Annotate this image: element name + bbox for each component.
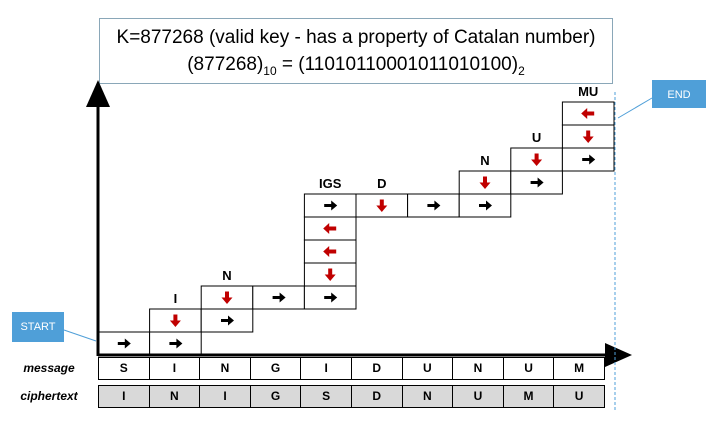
path-arrows [117,108,596,349]
right-arrow-icon [221,315,234,326]
step-labels: I N IGS D N U MU [174,84,599,306]
down-arrow-icon [221,291,233,304]
message-cell: D [350,357,403,380]
message-cell: U [401,357,454,380]
step-label: MU [578,84,598,99]
down-arrow-icon [324,268,336,281]
ciphertext-row-label: ciphertext [20,389,78,403]
base-ten-subscript: 10 [263,63,277,78]
ciphertext-cell: I [98,385,150,408]
left-arrow-icon [581,108,595,119]
right-arrow-icon [117,338,131,349]
key-binary-line: (877268)10 = (11010110001011010100)2 [100,51,612,78]
down-arrow-icon [479,176,491,189]
ciphertext-cell: N [148,385,201,408]
message-row-label: message [23,361,75,375]
message-cell: N [199,357,251,380]
right-arrow-icon [324,200,338,211]
message-cell: U [502,357,555,380]
down-arrow-icon [169,314,181,327]
start-pointer [63,329,97,342]
right-arrow-icon [272,292,286,303]
right-arrow-icon [582,154,596,165]
step-label: D [377,176,386,191]
right-arrow-icon [427,200,441,211]
message-cell: G [249,357,302,380]
step-label: N [222,268,231,283]
message-cell: N [452,357,504,380]
down-arrow-icon [531,153,543,166]
end-pointer [617,97,653,119]
key-binary: = (11010110001011010100) [276,54,519,75]
ciphertext-cell: N [401,385,454,408]
ciphertext-cell: U [452,385,504,408]
step-label: U [532,130,541,145]
ciphertext-cell: S [300,385,352,408]
message-cell: M [553,357,605,380]
step-label: I [174,291,178,306]
step-label: N [480,153,489,168]
ciphertext-cell: G [249,385,302,408]
down-arrow-icon [582,130,594,143]
base-two-subscript: 2 [518,63,525,78]
key-decimal: (877268) [187,54,264,75]
right-arrow-icon [169,338,183,349]
ciphertext-cell: M [502,385,555,408]
left-arrow-icon [323,246,337,257]
message-cell: I [148,357,201,380]
message-cell: S [98,357,150,380]
ciphertext-cell: I [199,385,251,408]
right-arrow-icon [479,200,492,211]
ciphertext-cell: D [350,385,403,408]
right-arrow-icon [530,177,544,188]
key-title-box: K=877268 (valid key - has a property of … [99,18,613,84]
key-title-line1: K=877268 (valid key - has a property of … [116,27,596,48]
message-cell: I [300,357,352,380]
start-callout: START [12,312,64,342]
step-label: IGS [319,176,342,191]
ciphertext-cell: U [553,385,605,408]
down-arrow-icon [376,199,388,212]
left-arrow-icon [323,223,337,234]
right-arrow-icon [324,292,338,303]
end-callout: END [652,80,706,108]
